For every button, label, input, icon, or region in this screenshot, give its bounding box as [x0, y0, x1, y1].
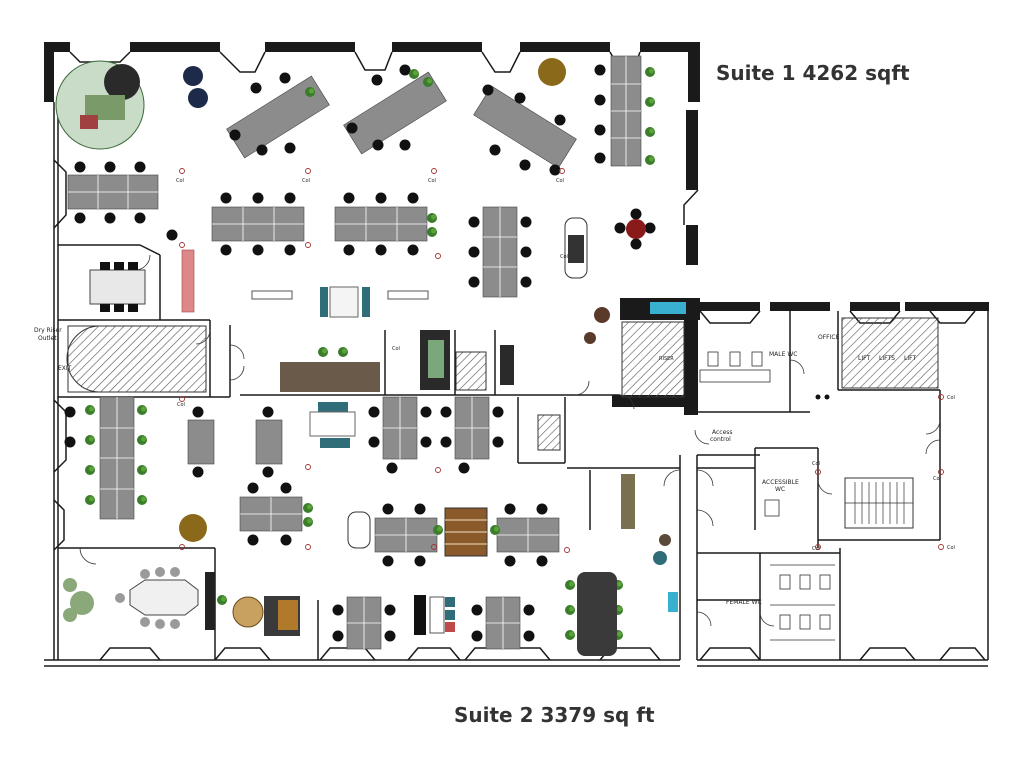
- room-labels: Dry Riser Outlet EXIT MALE WC OFFICE LIF…: [34, 327, 916, 606]
- col-label: Col: [176, 178, 184, 184]
- wc-fixtures: [699, 351, 835, 641]
- label-access-control-2: control: [710, 436, 731, 443]
- col-label: Col: [947, 545, 955, 551]
- label-dry-riser: Dry Riser: [34, 327, 62, 334]
- label-accessible-wc: ACCESSIBLE: [762, 479, 799, 486]
- col-label: Col: [302, 178, 310, 184]
- label-riser: RISER: [659, 356, 674, 362]
- col-label: Col: [560, 254, 568, 260]
- column-labels: Col Col Col Col Col Col Col Col Col Col …: [176, 178, 955, 552]
- column-markers: [179, 168, 944, 553]
- col-label: Col: [556, 178, 564, 184]
- col-label: Col: [177, 402, 185, 408]
- label-exit: EXIT: [58, 365, 72, 372]
- label-lift-1: LIFT: [858, 355, 870, 362]
- label-female-wc: FEMALE WC: [726, 599, 762, 606]
- label-accessible-wc-2: WC: [775, 486, 785, 493]
- label-male-wc: MALE WC: [769, 351, 797, 358]
- suite-1-label: Suite 1 4262 sqft: [716, 61, 910, 85]
- suite-2-label: Suite 2 3379 sq ft: [454, 703, 655, 727]
- label-dry-riser-outlet: Outlet: [38, 335, 57, 342]
- core-areas: [66, 317, 939, 529]
- furniture: [55, 58, 686, 656]
- label-lift-3: LIFT: [904, 355, 916, 362]
- col-label: Col: [812, 546, 820, 552]
- label-office: OFFICE: [818, 334, 840, 341]
- col-label: Col: [933, 476, 941, 482]
- col-label: Col: [812, 461, 820, 467]
- col-label: Col: [947, 395, 955, 401]
- label-access-control: Access: [712, 429, 733, 436]
- label-lifts: LIFTS: [879, 355, 895, 362]
- col-label: Col: [428, 178, 436, 184]
- col-label: Col: [392, 346, 400, 352]
